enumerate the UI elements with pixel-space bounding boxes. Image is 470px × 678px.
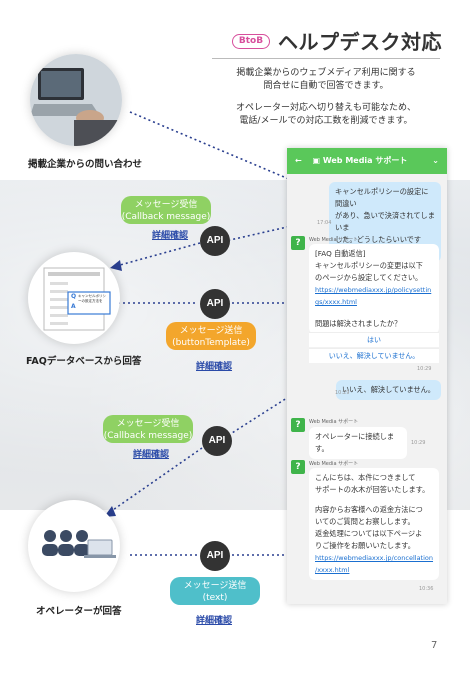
faq-card-q: Q	[71, 293, 77, 300]
chat-logo-icon: ▣	[312, 156, 323, 165]
step2-title: メッセージ送信	[179, 326, 243, 336]
page-number: 7	[431, 640, 438, 651]
description-line: 問合せに自動で回答できます。	[263, 81, 389, 91]
operator-message-line: いてのご質問とお察しします。	[315, 517, 415, 526]
flow-line-to-operator	[109, 447, 203, 513]
step2-detail-link[interactable]: 詳細確認	[196, 362, 233, 372]
step1-bubble: メッセージ受信 (Callback message)	[121, 196, 211, 224]
step3-detail-link[interactable]: 詳細確認	[133, 450, 170, 460]
user-message-line: キャンセルポリシーの設定に間違い	[335, 187, 429, 208]
bot-message-line: [FAQ 自動返信]	[315, 249, 366, 258]
page-title: ヘルプデスク対応	[278, 30, 442, 54]
company-caption: 掲載企業からの問い合わせ	[28, 159, 143, 170]
bot-name: Web Media サポート	[309, 237, 359, 243]
step1-subtitle: (Callback message)	[121, 212, 211, 222]
timestamp: 17:04	[317, 220, 332, 226]
operator-message-line: りご操作をお願いいたします。	[315, 541, 415, 550]
description-line: オペレーター対応へ切り替えも可能なため、	[235, 103, 416, 113]
refund-link[interactable]: https://webmediaxxx.jp/concellation	[315, 554, 434, 562]
bot-message: オペレーターに接続します。	[309, 427, 407, 459]
operator-message-line: サポートの水木が回答いたします。	[315, 485, 430, 494]
arrow-head	[110, 260, 122, 271]
faq-link[interactable]: gs/xxxx.html	[315, 298, 357, 306]
step4-subtitle: (text)	[202, 593, 228, 603]
faq-link[interactable]: https://webmediaxxx.jp/policysettin	[315, 286, 432, 294]
step1-title: メッセージ受信	[134, 200, 198, 210]
step1-detail-link[interactable]: 詳細確認	[152, 231, 189, 241]
bot-avatar-icon: ?	[291, 418, 305, 432]
operator-message-line: こんにちは、本件につきまして	[315, 473, 416, 482]
description-line: 電話/メールでの対応工数を削減できます。	[239, 116, 413, 126]
choice-no-button[interactable]: いいえ、解決していません。	[309, 348, 439, 363]
api2-node: API	[200, 289, 230, 319]
step2-bubble: メッセージ送信 (buttonTemplate)	[166, 322, 256, 350]
timestamp: 10:36	[419, 586, 434, 592]
title-divider	[212, 58, 440, 59]
laptop-user-icon	[30, 54, 122, 146]
faq-caption: FAQデータベースから回答	[26, 356, 142, 367]
bot-message-question: 問題は解決されましたか？	[315, 319, 402, 328]
operators-icon	[42, 530, 116, 558]
api1-node: API	[200, 226, 230, 256]
btob-badge: BtoB	[232, 34, 270, 49]
faq-card-a: A	[71, 303, 76, 310]
flow-line-to-faq	[119, 242, 201, 266]
back-arrow-icon[interactable]: ←	[295, 156, 302, 165]
chat-app-name: Web Media サポート	[322, 156, 408, 165]
chat-phone: ← ▣ Web Media サポート ⌄ キャンセルポリシーの設定に間違い があ…	[287, 148, 447, 604]
timestamp: 10:29	[417, 366, 432, 372]
timestamp: 10:29	[335, 390, 350, 396]
company-photo-circle	[30, 54, 122, 146]
bot-message-line: のページから設定してください。	[315, 273, 423, 282]
choice-yes-button[interactable]: はい	[309, 332, 439, 347]
operator-message-line: 内容からお客様への返金方法につ	[315, 505, 423, 514]
step3-title: メッセージ受信	[116, 419, 180, 429]
user-reply: いいえ、解決していません。	[335, 380, 441, 400]
user-message-line: があり、急いで決済されてしまいま	[335, 211, 435, 232]
bot-message: [FAQ 自動返信] キャンセルポリシーの変更は以下 のページから設定してくださ…	[309, 244, 439, 334]
operator-message: こんにちは、本件につきまして サポートの水木が回答いたします。 内容からお客様へ…	[309, 468, 439, 580]
api3-node: API	[202, 426, 232, 456]
operator-message-line: 返金処理については以下ページよ	[315, 529, 423, 538]
step4-bubble: メッセージ送信 (text)	[170, 577, 260, 605]
step3-subtitle: (Callback message)	[103, 431, 193, 441]
chevron-down-icon[interactable]: ⌄	[432, 156, 439, 165]
step3-bubble: メッセージ受信 (Callback message)	[103, 415, 193, 443]
faq-database-circle: Q キャンセルポリシーの設定方法を A	[28, 252, 120, 344]
chat-header: ← ▣ Web Media サポート ⌄	[287, 148, 447, 174]
step4-title: メッセージ送信	[183, 581, 247, 591]
step2-subtitle: (buttonTemplate)	[172, 338, 250, 348]
refund-link[interactable]: /xxxx.html	[315, 566, 350, 574]
bot-avatar-icon: ?	[291, 236, 305, 250]
bot-avatar-icon: ?	[291, 460, 305, 474]
bot-name: Web Media サポート	[309, 461, 359, 467]
bot-name: Web Media サポート	[309, 419, 359, 425]
operator-caption: オペレーターが回答	[36, 606, 122, 617]
timestamp: 10:29	[411, 440, 426, 446]
faq-database-icon	[43, 267, 111, 331]
api4-node: API	[200, 541, 230, 571]
bot-message-line: キャンセルポリシーの変更は以下	[315, 261, 423, 270]
operator-circle	[28, 500, 120, 592]
faq-card-q-text: キャンセルポリシーの設定方法を	[78, 294, 106, 303]
step4-detail-link[interactable]: 詳細確認	[196, 616, 233, 626]
description-line: 掲載企業からのウェブメディア利用に関する	[236, 68, 416, 78]
